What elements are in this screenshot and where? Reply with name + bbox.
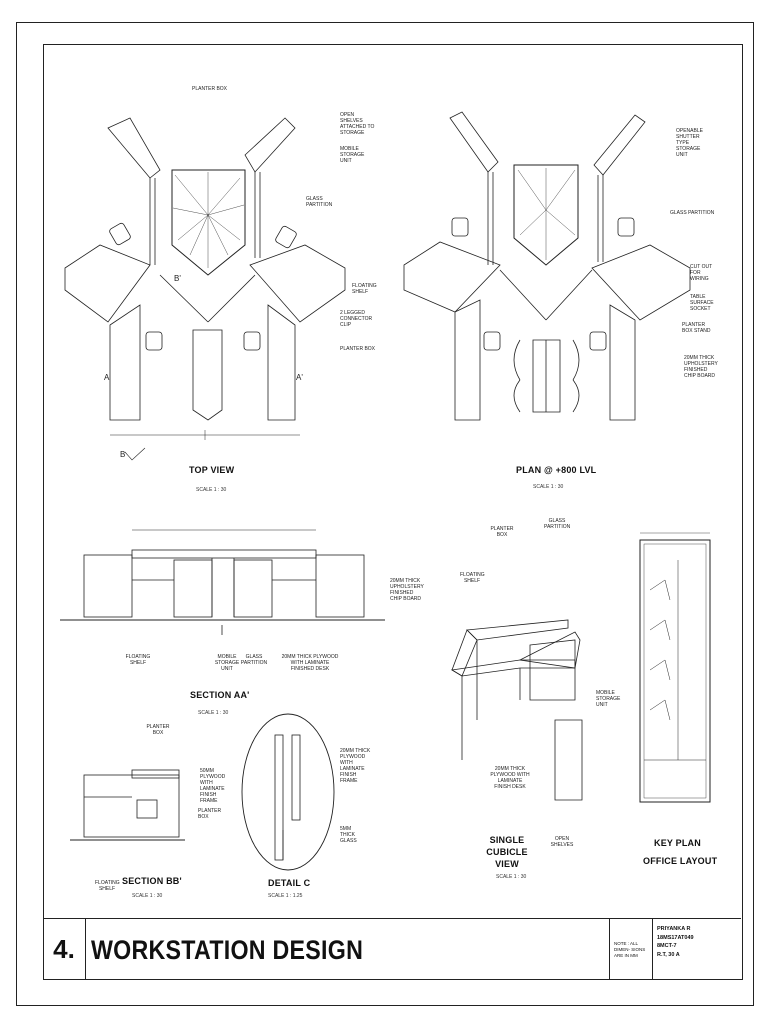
plan-scale: SCALE 1 : 30 [533, 484, 564, 490]
marker-a-prime: A' [296, 373, 303, 382]
student-info: PRIYANKA R 18MS17AT049 8MCT-7 R.T, 30 A [657, 925, 694, 959]
label-openable-storage: OPENABLE SHUTTER TYPE STORAGE UNIT [676, 128, 703, 158]
drawing-sheet [16, 22, 754, 1006]
cubicle-drawing [450, 619, 583, 801]
detail-c-scale: SCALE 1 : 1.25 [268, 893, 303, 899]
section-bb-title: SECTION BB' [122, 876, 182, 886]
label-plan-glass: GLASS PARTITION [670, 210, 715, 216]
label-bb-floating: FLOATING SHELF [95, 880, 120, 892]
dimension-note: NOTE : ALL DIMEN- SIONS ARE IN MM [609, 919, 653, 979]
section-aa-title: SECTION AA' [190, 690, 250, 700]
label-connector-clip: 2 LEGGED CONNECTOR CLIP [340, 310, 373, 328]
label-cub-glass: GLASS PARTITION [544, 518, 571, 530]
sheet-number: 4. [43, 919, 86, 979]
label-socket: TABLE SURFACE SOCKET [690, 294, 714, 312]
label-aa-board: 20MM THICK UPHOLSTERY FINISHED CHIP BOAR… [390, 578, 424, 602]
label-aa-floating: FLOATING SHELF [125, 654, 151, 666]
student-id: 18MS17AT049 [657, 934, 694, 941]
key-plan-drawing [639, 532, 711, 803]
label-cub-plywood: 20MM THICK PLYWOOD WITH LAMINATE FINISH … [490, 766, 530, 790]
section-bb-drawing [70, 769, 185, 841]
drawing-frame [43, 44, 743, 980]
label-glass-partition: GLASS PARTITION [306, 196, 333, 208]
sheet-title: WORKSTATION DESIGN [91, 935, 364, 965]
detail-c-title: DETAIL C [268, 878, 311, 888]
marker-b: B [120, 450, 126, 459]
plan-drawing [403, 111, 691, 421]
section-bb-scale: SCALE 1 : 30 [132, 893, 163, 899]
top-view-scale: SCALE 1 : 30 [196, 487, 227, 493]
label-cub-floating: FLOATING SHELF [460, 572, 485, 584]
cubicle-title: SINGLE CUBICLE VIEW [486, 835, 528, 869]
top-view-title: TOP VIEW [189, 465, 235, 475]
label-aa-plywood: 20MM THICK PLYWOOD WITH LAMINATE FINISHE… [281, 654, 339, 672]
label-planter-box: PLANTER BOX [192, 86, 228, 92]
student-name: PRIYANKA R [657, 926, 691, 932]
label-c-glass: 5MM THICK GLASS [340, 826, 357, 844]
title-block: 4. WORKSTATION DESIGN NOTE : ALL DIMEN- … [43, 918, 741, 979]
class-code: 8MCT-7 [657, 943, 677, 949]
label-aa-glass: GLASS PARTITION [240, 654, 268, 666]
marker-a: A [104, 373, 110, 382]
label-open-shelves: OPEN SHELVES ATTACHED TO STORAGE [340, 112, 375, 136]
label-floating-shelf: FLOATING SHELF [352, 283, 377, 295]
label-cutout: CUT OUT FOR WIRING [690, 264, 713, 282]
plan-title: PLAN @ +800 LVL [516, 465, 597, 475]
label-bb-planter: PLANTER BOX [146, 724, 170, 736]
label-cub-open: OPEN SHELVES [550, 836, 574, 848]
key-plan-subtitle: OFFICE LAYOUT [643, 856, 718, 866]
cubicle-scale: SCALE 1 : 30 [496, 874, 527, 880]
label-c-plywood: 20MM THICK PLYWOOD WITH LAMINATE FINISH … [340, 748, 371, 784]
batch-info: R.T, 30 A [657, 951, 680, 958]
section-aa-scale: SCALE 1 : 30 [198, 710, 229, 716]
label-bb-planter-2: PLANTER BOX [198, 808, 222, 820]
label-chip-board: 20MM THICK UPHOLSTERY FINISHED CHIP BOAR… [684, 355, 718, 379]
label-cub-planter: PLANTER BOX [490, 526, 514, 538]
label-stand: PLANTER BOX STAND [682, 322, 711, 334]
label-planter-box-2: PLANTER BOX [340, 346, 376, 352]
top-view-drawing [64, 117, 346, 461]
key-plan-title: KEY PLAN [654, 838, 701, 848]
label-cub-mobile: MOBILE STORAGE UNIT [596, 690, 621, 708]
label-mobile-storage: MOBILE STORAGE UNIT [340, 146, 365, 164]
marker-b-prime: B' [174, 274, 181, 283]
label-aa-mobile: MOBILE STORAGE UNIT [214, 654, 240, 672]
section-aa-drawing [60, 529, 385, 635]
detail-c-drawing [241, 713, 335, 871]
label-bb-plywood: 50MM PLYWOOD WITH LAMINATE FINISH FRAME [200, 768, 226, 804]
